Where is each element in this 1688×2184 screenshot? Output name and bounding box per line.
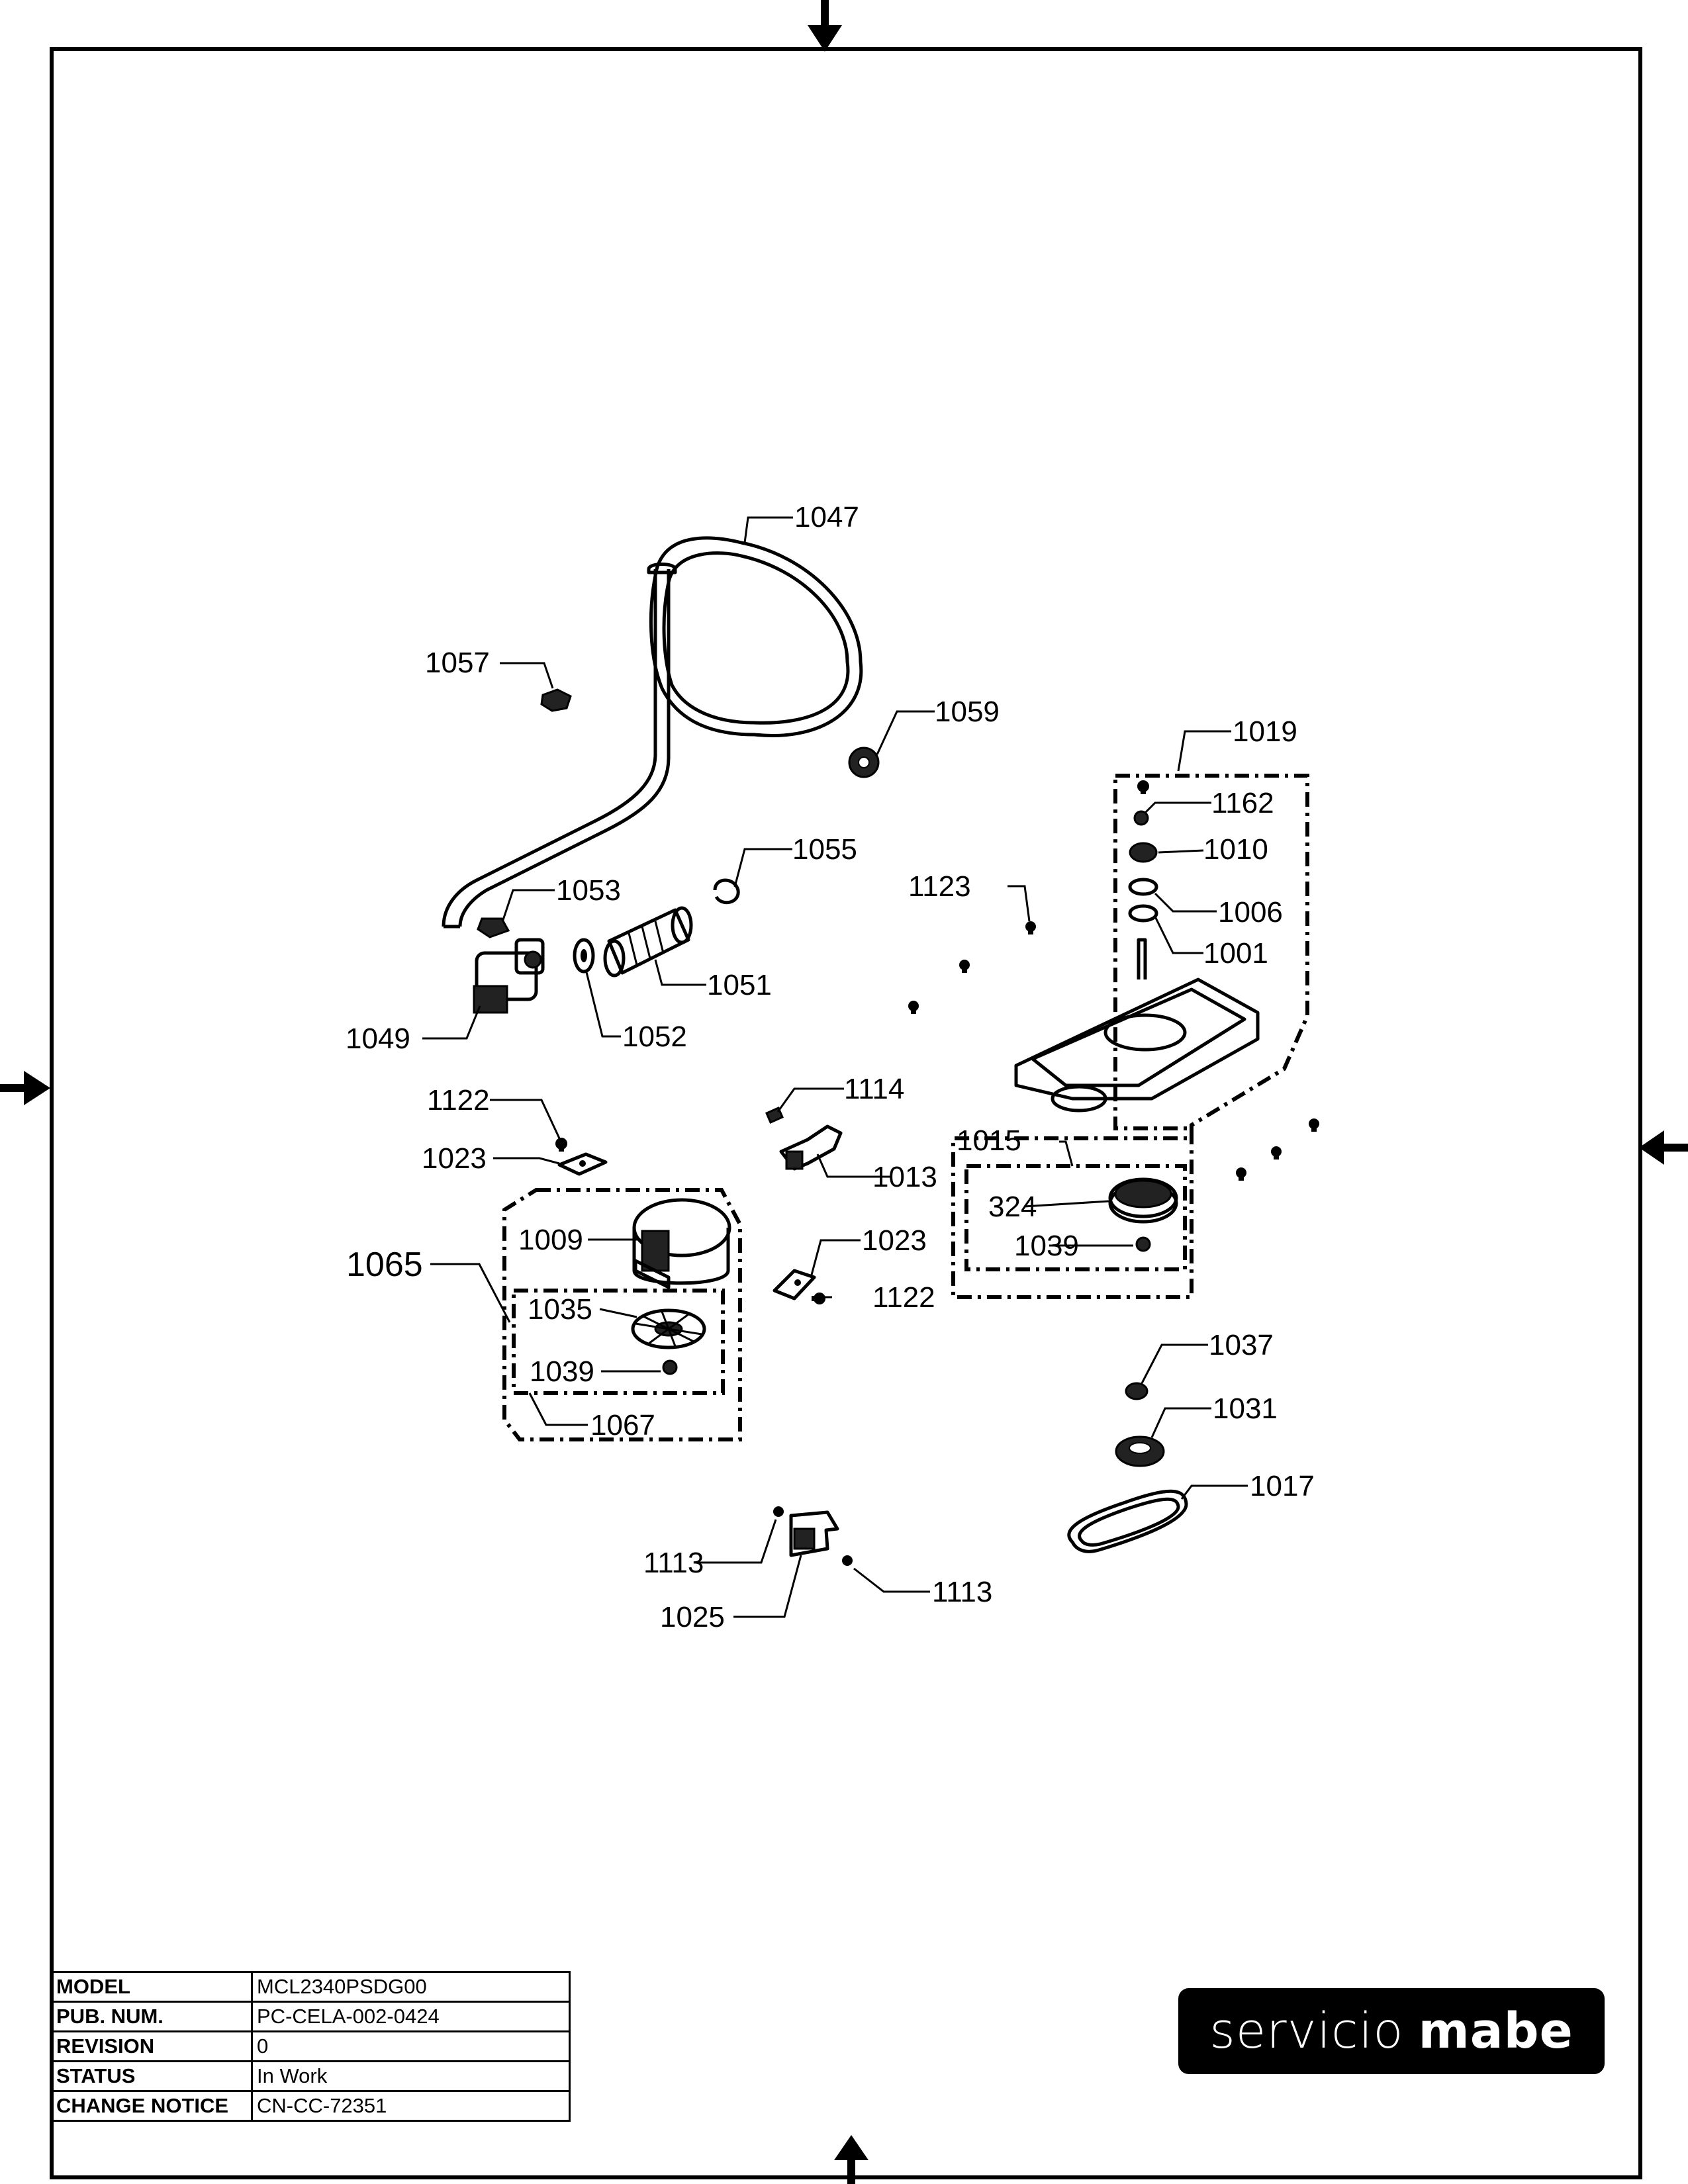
pulley-324	[1108, 1177, 1178, 1224]
group-outline-1065	[502, 1188, 742, 1441]
bracket-1013	[779, 1124, 843, 1171]
label-1039-a: 1039	[1014, 1230, 1079, 1262]
label-1067: 1067	[590, 1409, 655, 1441]
clamp-1059	[848, 747, 880, 778]
label-324: 324	[988, 1191, 1037, 1223]
label-1010: 1010	[1203, 833, 1268, 866]
nut-1039-b	[662, 1359, 678, 1375]
drain-hose-part	[442, 536, 863, 929]
hose-1051	[603, 906, 693, 978]
label-1123: 1123	[908, 870, 971, 903]
label-1114: 1114	[844, 1073, 904, 1105]
mount-plate-1019	[1014, 938, 1260, 1113]
pulley-1031	[1115, 1435, 1165, 1467]
belt-1017	[1067, 1489, 1188, 1553]
label-1015: 1015	[957, 1124, 1021, 1157]
part-labels: 1047 1057 1059 1019 1162 1010 1006 1001 …	[346, 501, 1315, 1633]
label-1023-a: 1023	[422, 1142, 487, 1175]
label-1025: 1025	[660, 1601, 725, 1633]
seal-1052	[573, 938, 595, 974]
label-1059: 1059	[935, 696, 1000, 728]
label-1057: 1057	[425, 647, 490, 679]
title-block: MODEL MCL2340PSDG00 PUB. NUM. PC-CELA-00…	[50, 1971, 571, 2122]
servicio-mabe-logo: servicio mabe	[1178, 1988, 1605, 2074]
label-1013: 1013	[872, 1161, 937, 1193]
status-value: In Work	[251, 2060, 571, 2092]
label-1037: 1037	[1209, 1329, 1274, 1361]
label-1049: 1049	[346, 1023, 410, 1055]
change-notice-value: CN-CC-72351	[251, 2090, 571, 2122]
drain-pump-1049	[473, 938, 545, 1014]
nut-1039-a	[1135, 1236, 1151, 1252]
model-key: MODEL	[50, 1971, 253, 2003]
label-1122-b: 1122	[872, 1281, 935, 1314]
revision-value: 0	[251, 2030, 571, 2062]
hose-clamp-1057	[540, 688, 572, 712]
label-1162: 1162	[1211, 787, 1274, 819]
drawing-frame	[50, 47, 1642, 2179]
label-1047: 1047	[794, 501, 859, 533]
screws	[555, 780, 1319, 1566]
label-1023-b: 1023	[862, 1224, 927, 1257]
clamp-1053	[477, 917, 510, 938]
status-key: STATUS	[50, 2060, 253, 2092]
label-1006: 1006	[1218, 896, 1283, 929]
group-outline-1015	[964, 1164, 1187, 1271]
model-value: MCL2340PSDG00	[251, 1971, 571, 2003]
motor-1009	[632, 1198, 731, 1289]
label-1113-a: 1113	[643, 1547, 704, 1579]
bracket-1023-right	[773, 1269, 816, 1300]
brand-part-2: mabe	[1418, 2003, 1573, 2060]
label-1009: 1009	[518, 1224, 583, 1256]
label-1122-a: 1122	[427, 1084, 490, 1116]
pulley-1035	[631, 1308, 706, 1349]
label-1035: 1035	[528, 1293, 592, 1326]
pub-num-key: PUB. NUM.	[50, 2001, 253, 2032]
change-notice-key: CHANGE NOTICE	[50, 2090, 253, 2122]
label-1039-b: 1039	[530, 1355, 594, 1388]
brand-part-1: servicio	[1209, 2003, 1404, 2060]
label-1052: 1052	[622, 1021, 687, 1053]
pub-num-value: PC-CELA-002-0424	[251, 2001, 571, 2032]
label-1065: 1065	[346, 1246, 423, 1284]
label-1017: 1017	[1250, 1470, 1315, 1502]
label-1051: 1051	[707, 969, 772, 1001]
leader-lines	[422, 516, 1248, 1618]
bracket-1023-left	[557, 1152, 608, 1176]
label-1031: 1031	[1213, 1392, 1278, 1425]
small-parts-1019	[1128, 810, 1158, 923]
clamp-1055	[713, 878, 740, 905]
label-1113-b: 1113	[932, 1576, 992, 1608]
nut-1037	[1125, 1382, 1149, 1400]
revision-key: REVISION	[50, 2030, 253, 2062]
label-1019: 1019	[1233, 715, 1297, 748]
group-outline-1067	[512, 1289, 725, 1395]
group-outline-1019	[951, 774, 1309, 1299]
label-1001: 1001	[1203, 937, 1268, 970]
bracket-1025	[789, 1510, 839, 1557]
label-1053: 1053	[556, 874, 621, 907]
label-1055: 1055	[792, 833, 857, 866]
